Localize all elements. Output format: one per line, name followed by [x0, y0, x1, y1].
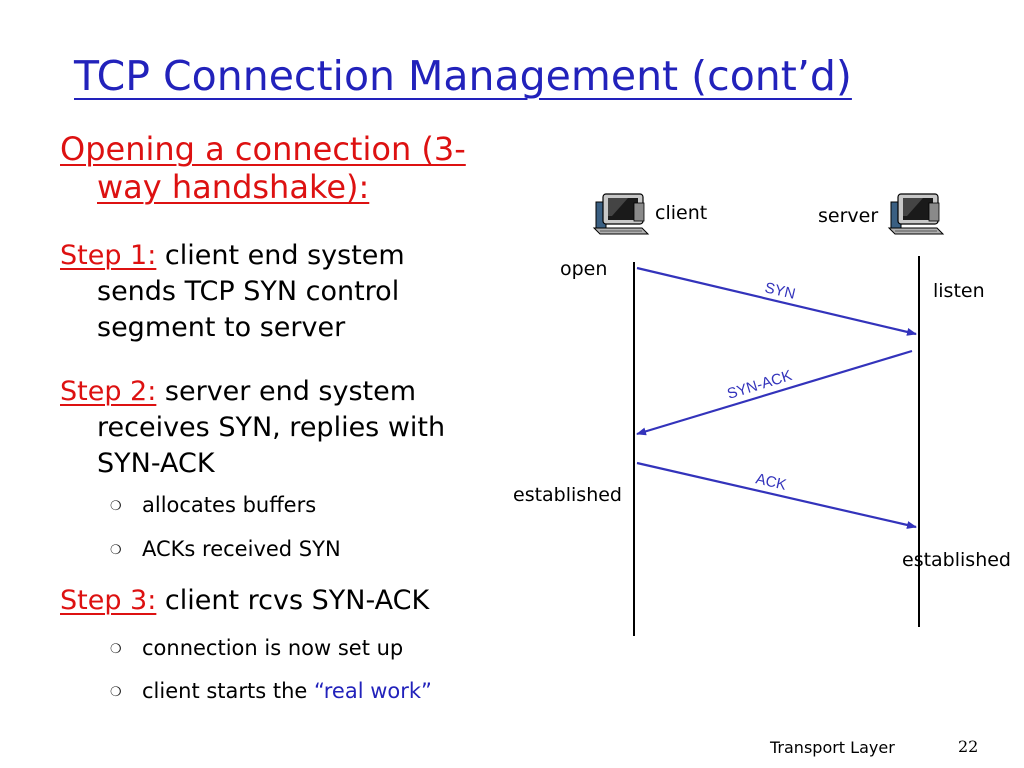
step-3-bullet-2: ❍ client starts the “real work”: [110, 676, 432, 708]
bullet-text: ACKs received SYN: [142, 537, 341, 561]
page-number: 22: [958, 737, 979, 756]
section-heading: Opening a connection (3- way handshake):: [60, 130, 466, 206]
bullet-text: allocates buffers: [142, 493, 317, 517]
step-2-line-2: receives SYN, replies with: [97, 412, 446, 443]
step-2-line-3: SYN-ACK: [97, 448, 215, 479]
bullet-text: connection is now set up: [142, 636, 404, 660]
ack-arrow: [636, 461, 917, 529]
server-label: server: [818, 205, 879, 227]
hollow-circle-bullet-icon: ❍: [110, 543, 122, 558]
bullet-text: client starts the: [142, 679, 315, 703]
step-2-bullet-2: ❍ ACKs received SYN: [110, 534, 341, 566]
step-1: Step 1: client end system sends TCP SYN …: [60, 238, 405, 346]
state-listen: listen: [933, 280, 985, 302]
step-2-bullet-1: ❍ allocates buffers: [110, 490, 316, 522]
heading-line-2: way handshake):: [97, 168, 370, 206]
client-label: client: [655, 202, 708, 224]
step-1-line-3: segment to server: [97, 312, 346, 343]
ack-label: ACK: [754, 470, 788, 494]
step-1-line-1: client end system: [156, 240, 405, 271]
hollow-circle-bullet-icon: ❍: [110, 642, 122, 657]
hollow-circle-bullet-icon: ❍: [110, 499, 122, 514]
heading-line-1: Opening a connection (3-: [60, 130, 466, 168]
step-1-label: Step 1:: [60, 240, 157, 271]
step-1-line-2: sends TCP SYN control: [97, 276, 400, 307]
state-server-established: established: [902, 549, 1011, 571]
step-3-bullet-1: ❍ connection is now set up: [110, 633, 403, 665]
real-work-text: “real work”: [314, 679, 432, 703]
state-open: open: [560, 258, 608, 280]
hollow-circle-bullet-icon: ❍: [110, 685, 122, 700]
step-3: Step 3: client rcvs SYN-ACK: [60, 583, 429, 619]
synack-arrow: [636, 349, 913, 436]
client-computer-icon: [592, 193, 650, 235]
footer-text: Transport Layer: [770, 738, 895, 757]
state-client-established: established: [513, 484, 622, 506]
slide-title: TCP Connection Management (cont’d): [74, 52, 852, 100]
step-3-line-1: client rcvs SYN-ACK: [156, 585, 430, 616]
server-computer-icon: [887, 193, 945, 235]
step-3-label: Step 3:: [60, 585, 157, 616]
step-2-label: Step 2:: [60, 376, 157, 407]
step-2-line-1: server end system: [156, 376, 417, 407]
syn-arrow: [636, 266, 917, 336]
syn-label: SYN: [763, 279, 797, 303]
step-2: Step 2: server end system receives SYN, …: [60, 374, 445, 482]
